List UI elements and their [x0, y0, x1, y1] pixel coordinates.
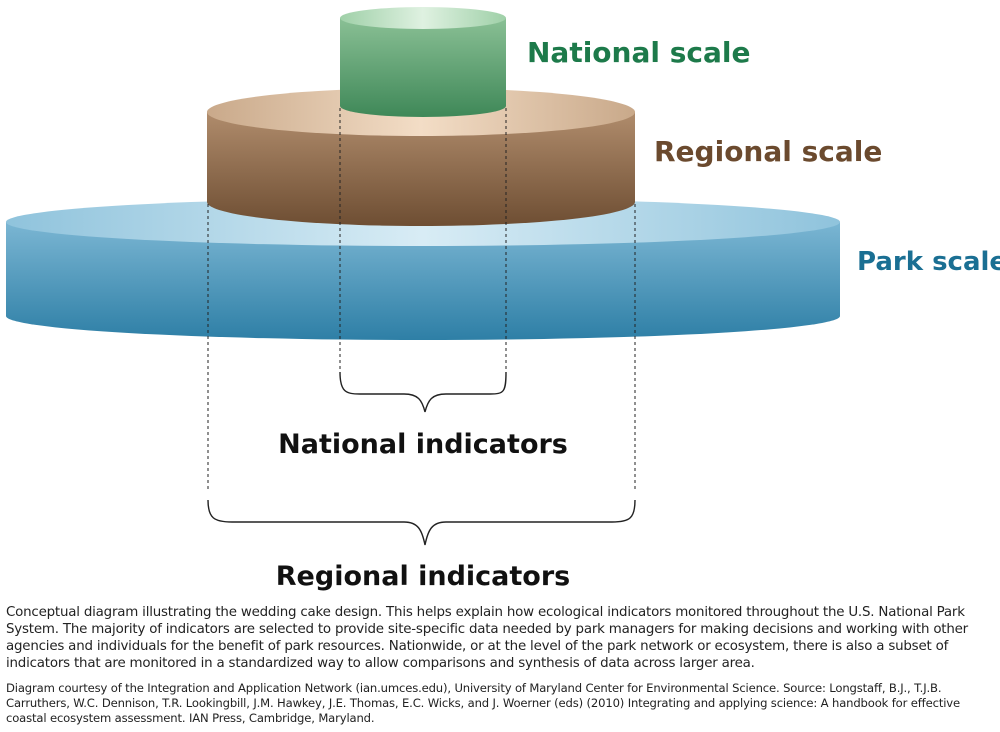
national-tier-top: [340, 7, 506, 29]
regional-indicators-label: Regional indicators: [276, 561, 570, 592]
national-tier: [340, 7, 506, 117]
regional-brace: [207, 499, 636, 546]
regional-tier-side: [207, 112, 635, 226]
wedding-cake-diagram: National scale Regional scale Park scale…: [6, 7, 1000, 592]
national-indicators-label: National indicators: [278, 429, 568, 460]
caption-text: Conceptual diagram illustrating the wedd…: [6, 605, 968, 671]
national-scale-label: National scale: [527, 36, 750, 69]
national-brace: [339, 371, 507, 413]
park-scale-label: Park scale: [857, 247, 1000, 277]
national-tier-side: [340, 18, 506, 117]
regional-scale-label: Regional scale: [654, 135, 882, 168]
projection-lines: [207, 108, 636, 492]
park-tier-side: [6, 222, 840, 340]
caption-credit: Diagram courtesy of the Integration and …: [6, 681, 960, 725]
